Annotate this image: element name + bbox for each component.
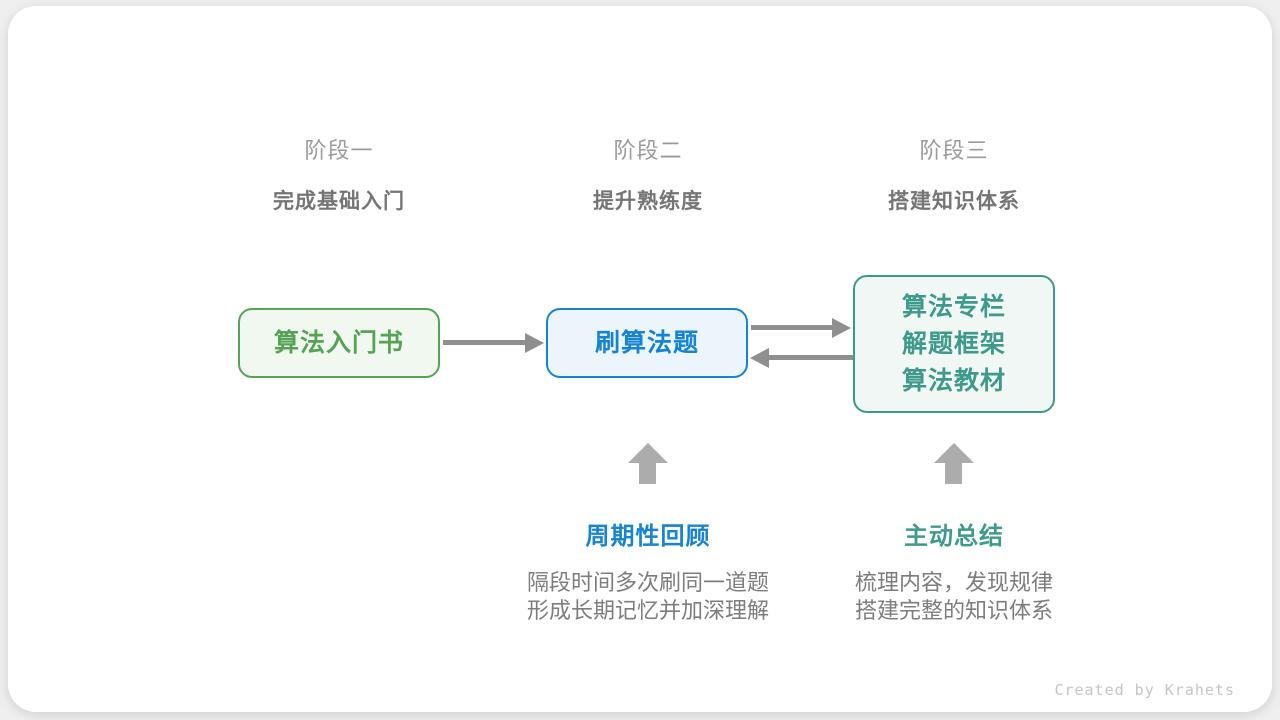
node-knowledge-line-2: 解题框架 [901,329,1006,358]
block-arrow-up-stem [639,462,656,484]
annotation-periodic-review-title: 周期性回顾 [585,523,711,550]
annotation-periodic-review-desc: 隔段时间多次刷同一道题 形成长期记忆并加深理解 [478,569,818,625]
stage-2-subtitle: 提升熟练度 [593,190,703,213]
annotation-desc-line: 形成长期记忆并加深理解 [526,598,769,623]
stage-3-header: 阶段三 搭建知识体系 [804,133,1104,215]
stage-1-subtitle: 完成基础入门 [273,190,405,213]
stage-2-label: 阶段二 [613,138,683,163]
annotation-periodic-review: 周期性回顾 隔段时间多次刷同一道题 形成长期记忆并加深理解 [478,516,818,625]
node-knowledge-line-3: 算法教材 [901,366,1006,395]
arrow-right-icon [832,318,851,338]
annotation-active-summary-desc: 梳理内容，发现规律 搭建完整的知识体系 [784,569,1124,625]
arrow-line-practice-to-knowledge [751,325,832,330]
annotation-active-summary-title: 主动总结 [904,523,1004,550]
block-arrow-up-icon [934,443,974,463]
block-arrow-up-stem [945,462,962,484]
stage-1-header: 阶段一 完成基础入门 [189,133,489,215]
node-knowledge-resources: 算法专栏 解题框架 算法教材 [853,275,1055,413]
node-knowledge-line-1: 算法专栏 [901,292,1006,321]
annotation-desc-line: 搭建完整的知识体系 [854,598,1053,623]
arrow-line-knowledge-to-practice [769,355,853,360]
diagram-card: 阶段一 完成基础入门 阶段二 提升熟练度 阶段三 搭建知识体系 算法入门书 刷算… [8,6,1272,712]
node-intro-book: 算法入门书 [238,308,440,378]
node-intro-book-label: 算法入门书 [273,328,404,357]
node-practice-problems-label: 刷算法题 [594,328,699,357]
annotation-desc-line: 梳理内容，发现规律 [854,570,1053,595]
arrow-left-icon [750,348,769,368]
arrow-line-intro-to-practice [443,340,527,345]
arrow-right-icon [525,333,544,353]
stage-1-label: 阶段一 [304,138,374,163]
annotation-active-summary: 主动总结 梳理内容，发现规律 搭建完整的知识体系 [784,516,1124,625]
annotation-desc-line: 隔段时间多次刷同一道题 [526,570,769,595]
block-arrow-up-icon [628,443,668,463]
stage-3-label: 阶段三 [919,138,989,163]
node-practice-problems: 刷算法题 [546,308,748,378]
stage-3-subtitle: 搭建知识体系 [888,190,1020,213]
stage-2-header: 阶段二 提升熟练度 [498,133,798,215]
credit-text: Created by Krahets [1054,681,1235,699]
